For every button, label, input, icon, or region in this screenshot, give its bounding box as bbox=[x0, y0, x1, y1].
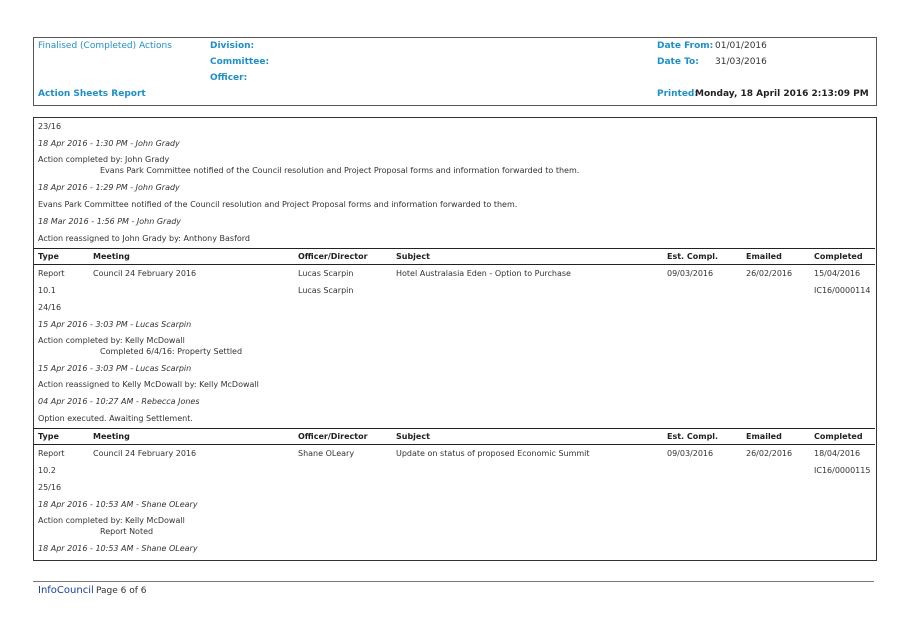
cell-est-compl: 09/03/2016 bbox=[667, 269, 714, 278]
note-detail: Report Noted bbox=[100, 527, 154, 536]
col-officer: Officer/Director bbox=[298, 432, 368, 441]
col-emailed: Emailed bbox=[746, 252, 782, 261]
note-detail: Evans Park Committee notified of the Cou… bbox=[100, 166, 580, 175]
section-divider bbox=[34, 248, 875, 249]
cell-emailed: 26/02/2016 bbox=[746, 269, 793, 278]
item-number: 10.1 bbox=[38, 286, 56, 295]
col-type: Type bbox=[38, 252, 59, 261]
cell-type: Report bbox=[38, 269, 65, 278]
col-completed: Completed bbox=[814, 432, 863, 441]
officer-label: Officer: bbox=[210, 73, 248, 83]
cell-est-compl: 09/03/2016 bbox=[667, 449, 714, 458]
cell-completed: 18/04/2016 bbox=[814, 449, 861, 458]
infocouncil-logo: InfoCouncil bbox=[38, 585, 94, 596]
col-meeting: Meeting bbox=[93, 432, 130, 441]
note-text: Action reassigned to Kelly McDowall by: … bbox=[38, 380, 259, 389]
date-to-label: Date To: bbox=[657, 57, 699, 67]
cell-meeting: Council 24 February 2016 bbox=[93, 449, 197, 458]
division-label: Division: bbox=[210, 41, 255, 51]
action-ref: 23/16 bbox=[38, 122, 62, 131]
col-type: Type bbox=[38, 432, 59, 441]
item-number: 10.2 bbox=[38, 466, 56, 475]
cell-officer: Shane OLeary bbox=[298, 449, 355, 458]
cell-emailed: 26/02/2016 bbox=[746, 449, 793, 458]
note-timestamp: 18 Mar 2016 - 1:56 PM - John Grady bbox=[38, 217, 182, 226]
note-timestamp: 18 Apr 2016 - 10:53 AM - Shane OLeary bbox=[38, 544, 198, 553]
note-text: Action completed by: Kelly McDowall bbox=[38, 336, 185, 345]
note-text: Action completed by: John Grady bbox=[38, 155, 170, 164]
col-subject: Subject bbox=[396, 432, 430, 441]
report-type: Finalised (Completed) Actions bbox=[38, 41, 172, 51]
date-from-value: 01/01/2016 bbox=[715, 41, 767, 51]
action-ref: 24/16 bbox=[38, 303, 62, 312]
note-timestamp: 18 Apr 2016 - 1:30 PM - John Grady bbox=[38, 139, 180, 148]
col-subject: Subject bbox=[396, 252, 430, 261]
actions-list: 23/16 18 Apr 2016 - 1:30 PM - John Grady… bbox=[33, 117, 877, 561]
date-from-label: Date From: bbox=[657, 41, 714, 51]
note-timestamp: 15 Apr 2016 - 3:03 PM - Lucas Scarpin bbox=[38, 320, 192, 329]
cell-subject: Hotel Australasia Eden - Option to Purch… bbox=[396, 269, 571, 278]
note-text: Option executed. Awaiting Settlement. bbox=[38, 414, 193, 423]
date-to-value: 31/03/2016 bbox=[715, 57, 767, 67]
document-ref: IC16/0000115 bbox=[814, 466, 871, 475]
note-timestamp: 18 Apr 2016 - 10:53 AM - Shane OLeary bbox=[38, 500, 198, 509]
cell-type: Report bbox=[38, 449, 65, 458]
cell-officer: Lucas Scarpin bbox=[298, 269, 354, 278]
document-ref: IC16/0000114 bbox=[814, 286, 871, 295]
col-est-compl: Est. Compl. bbox=[667, 252, 719, 261]
header-underline bbox=[34, 264, 875, 265]
report-header: Finalised (Completed) Actions Action She… bbox=[33, 37, 877, 106]
note-text: Action reassigned to John Grady by: Anth… bbox=[38, 234, 250, 243]
note-text: Evans Park Committee notified of the Cou… bbox=[38, 200, 518, 209]
footer-divider bbox=[33, 581, 874, 582]
cell-officer-2: Lucas Scarpin bbox=[298, 286, 354, 295]
cell-subject: Update on status of proposed Economic Su… bbox=[396, 449, 590, 458]
printed-value: Monday, 18 April 2016 2:13:09 PM bbox=[695, 89, 869, 99]
col-emailed: Emailed bbox=[746, 432, 782, 441]
col-est-compl: Est. Compl. bbox=[667, 432, 719, 441]
note-timestamp: 04 Apr 2016 - 10:27 AM - Rebecca Jones bbox=[38, 397, 200, 406]
report-title: Action Sheets Report bbox=[38, 89, 146, 99]
section-divider bbox=[34, 428, 875, 429]
note-detail: Completed 6/4/16: Property Settled bbox=[100, 347, 243, 356]
col-officer: Officer/Director bbox=[298, 252, 368, 261]
header-underline bbox=[34, 444, 875, 445]
printed-label: Printed: bbox=[657, 89, 698, 99]
col-completed: Completed bbox=[814, 252, 863, 261]
committee-label: Committee: bbox=[210, 57, 270, 67]
note-timestamp: 15 Apr 2016 - 3:03 PM - Lucas Scarpin bbox=[38, 364, 192, 373]
note-text: Action completed by: Kelly McDowall bbox=[38, 516, 185, 525]
note-timestamp: 18 Apr 2016 - 1:29 PM - John Grady bbox=[38, 183, 180, 192]
action-ref: 25/16 bbox=[38, 483, 62, 492]
cell-completed: 15/04/2016 bbox=[814, 269, 861, 278]
col-meeting: Meeting bbox=[93, 252, 130, 261]
page-number: Page 6 of 6 bbox=[96, 586, 147, 596]
cell-meeting: Council 24 February 2016 bbox=[93, 269, 197, 278]
